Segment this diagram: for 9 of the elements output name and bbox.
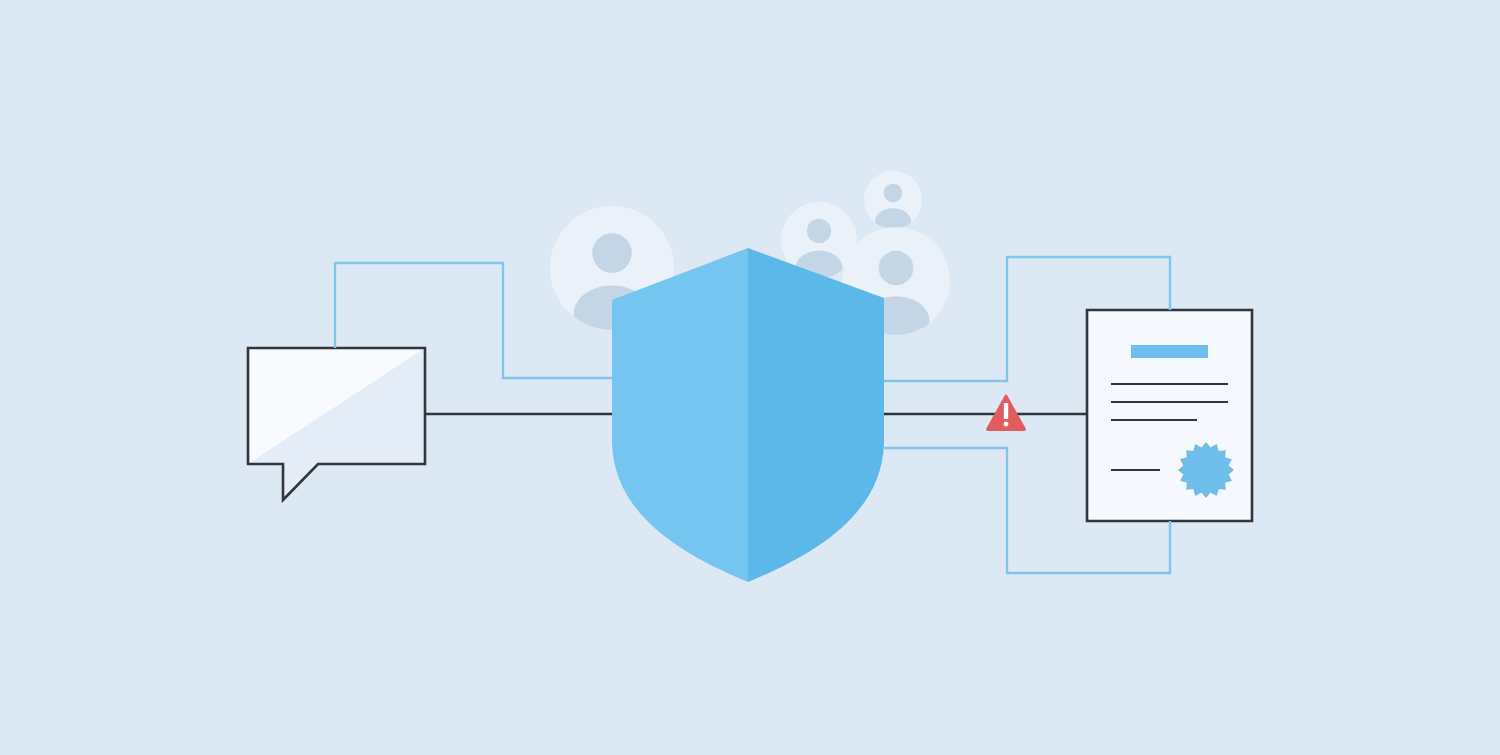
connector-line xyxy=(884,446,1172,575)
shield xyxy=(612,248,884,582)
speech-bubble xyxy=(246,346,427,504)
document xyxy=(1085,308,1254,523)
person-icon xyxy=(864,171,922,229)
connector-line xyxy=(333,261,612,380)
connector-line xyxy=(884,412,1087,416)
connector-line xyxy=(425,412,612,416)
connector-line xyxy=(884,255,1172,383)
